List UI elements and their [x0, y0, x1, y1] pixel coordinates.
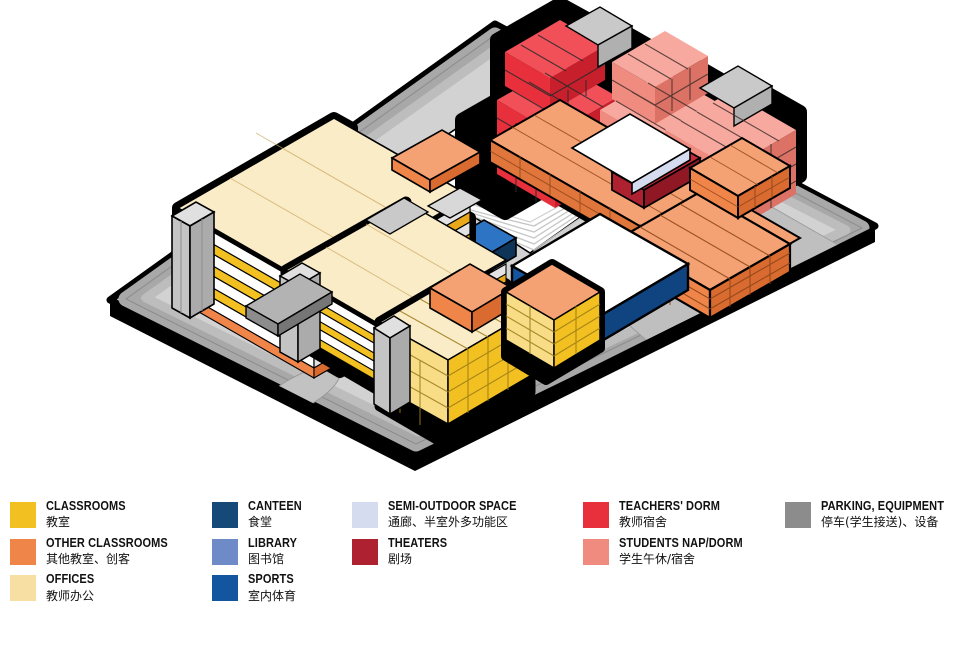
legend-label-cn: 教室 [46, 515, 71, 530]
legend-label-cn: 教师宿舍 [619, 515, 668, 530]
legend-label-group: SEMI-OUTDOOR SPACE 通廊、半室外多功能区 [388, 499, 534, 530]
legend-label-group: CLASSROOMS 教室 [46, 499, 137, 530]
parking-equipment-volume [244, 273, 334, 338]
legend-label-group: PARKING, EQUIPMENT 停车(学生接送)、设备 [821, 499, 960, 530]
legend-item[interactable]: CLASSROOMS 教室 [10, 499, 184, 530]
legend-label-cn: 图书馆 [248, 551, 285, 566]
isometric-massing-diagram [106, 0, 879, 471]
legend-label-en: PARKING, EQUIPMENT [821, 499, 945, 513]
east-upper-orange-blocks [688, 136, 792, 220]
stair-core-west [170, 201, 216, 320]
classrooms-swatch [10, 502, 36, 528]
legend-label-cn: 食堂 [248, 515, 273, 530]
other-classrooms-swatch [10, 538, 36, 565]
legend-label-cn: 学生午休/宿舍 [619, 551, 696, 566]
legend-label-cn: 其他教室、创客 [46, 551, 131, 566]
legend-label-en: LIBRARY [248, 535, 298, 550]
offices-swatch [10, 575, 36, 602]
semi-outdoor-deck-north [570, 113, 692, 196]
students-dorm-swatch [583, 538, 609, 565]
legend-label-en: OFFICES [46, 572, 95, 587]
legend-label-en: TEACHERS' DORM [619, 499, 721, 513]
parking-swatch [785, 502, 811, 528]
legend-label-cn: 通廊、半室外多功能区 [388, 515, 509, 530]
canteen-swatch [212, 502, 238, 528]
east-yellow-cube-stack [501, 259, 605, 385]
stair-core-center [372, 315, 412, 416]
legend-label-en: OTHER CLASSROOMS [46, 535, 168, 550]
legend-column-5: PARKING, EQUIPMENT 停车(学生接送)、设备 [785, 499, 960, 537]
legend-label-cn: 室内体育 [248, 588, 297, 603]
legend-label-en: CLASSROOMS [46, 499, 126, 513]
legend-label-group: CANTEEN 食堂 [248, 499, 309, 530]
semi-outdoor-swatch [352, 502, 378, 528]
legend-label-en: STUDENTS NAP/DORM [619, 535, 743, 550]
teachers-dorm-swatch [583, 502, 609, 528]
library-swatch [212, 538, 238, 565]
legend-item[interactable]: TEACHERS' DORM 教师宿舍 [583, 499, 760, 530]
legend-label-en: SEMI-OUTDOOR SPACE [388, 499, 517, 513]
theaters-swatch [352, 538, 378, 565]
legend-label-en: CANTEEN [248, 499, 302, 513]
sports-swatch [212, 575, 238, 602]
legend-item[interactable]: CANTEEN 食堂 [212, 499, 309, 530]
legend-label-cn: 教师办公 [46, 588, 95, 603]
legend-label-cn: 停车(学生接送)、设备 [821, 515, 939, 530]
legend-label-en: THEATERS [388, 535, 448, 550]
massing-svg [106, 0, 879, 471]
roof-equipment-plates [364, 187, 484, 235]
legend-item[interactable]: PARKING, EQUIPMENT 停车(学生接送)、设备 [785, 499, 960, 530]
legend-label-en: SPORTS [248, 572, 294, 587]
legend-item[interactable]: SEMI-OUTDOOR SPACE 通廊、半室外多功能区 [352, 499, 534, 530]
legend-label-cn: 剧场 [388, 551, 413, 566]
legend-label-group: TEACHERS' DORM 教师宿舍 [619, 499, 734, 530]
